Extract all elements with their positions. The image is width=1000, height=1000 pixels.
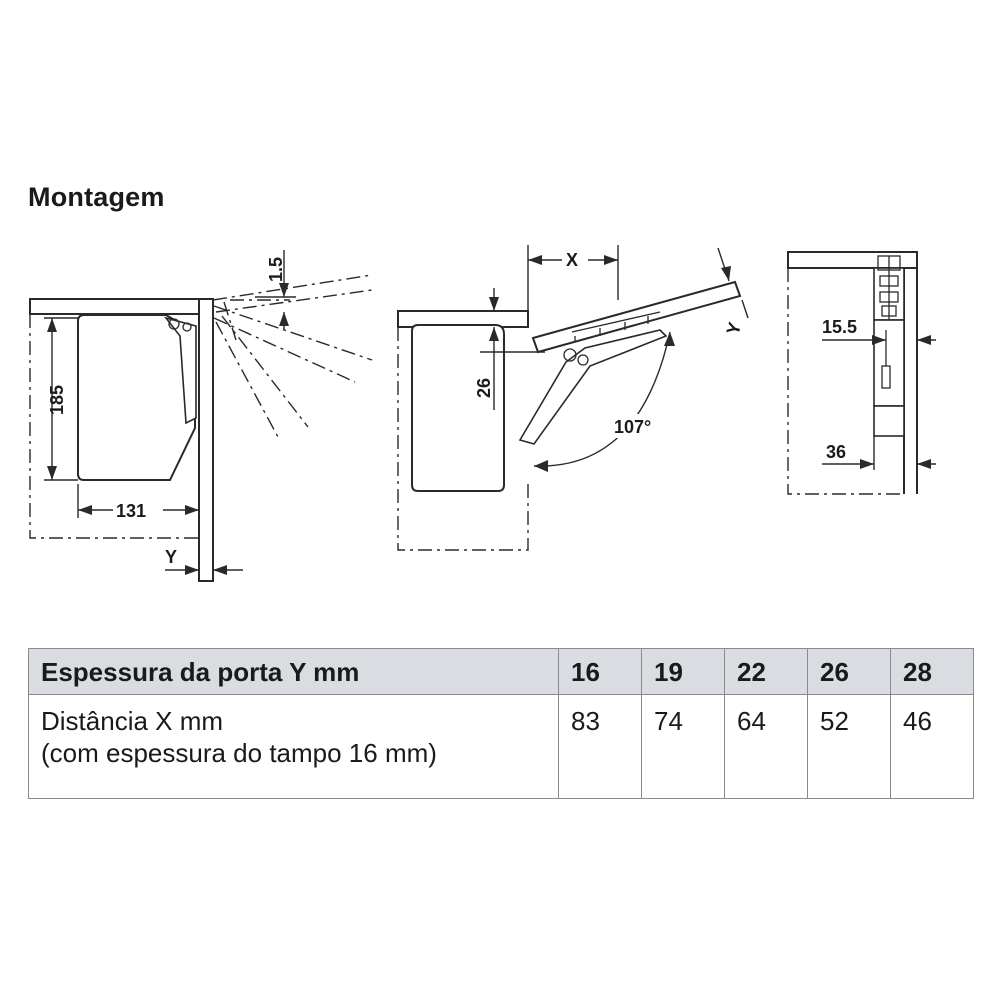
dim-26: 26: [474, 288, 545, 410]
dim-185: 185: [44, 317, 78, 481]
dim-15-5-label: 15.5: [822, 317, 857, 337]
right-mechanism: [873, 255, 905, 437]
row-value: 64: [724, 694, 808, 799]
row-label: Distância X mm (com espessura do tampo 1…: [28, 694, 559, 799]
middle-lift-housing: [411, 324, 505, 492]
right-cabinet-outline: [787, 268, 904, 495]
table-header-row: Espessura da porta Y mm 16 19 22 26 28: [28, 648, 974, 695]
dim-1-5: 1.5: [255, 250, 296, 330]
middle-pivot-2: [577, 354, 589, 366]
left-view: 185 131 Y 1.5: [29, 250, 373, 582]
left-lift-housing: [77, 314, 196, 481]
header-label: Espessura da porta Y mm: [28, 648, 559, 695]
left-pivot-2: [182, 322, 192, 332]
row-label-line2: (com espessura do tampo 16 mm): [41, 738, 437, 768]
dim-y-left: Y: [165, 545, 243, 580]
dim-107: 107°: [533, 331, 675, 472]
dim-1-5-label: 1.5: [266, 257, 286, 282]
spec-table: Espessura da porta Y mm 16 19 22 26 28 D…: [28, 648, 974, 799]
right-cabinet-top: [787, 251, 918, 269]
dim-y-left-label: Y: [165, 547, 177, 567]
dim-107-label: 107°: [614, 417, 651, 437]
dim-15-5: 15.5: [822, 317, 936, 345]
page-title: Montagem: [28, 182, 165, 212]
dim-y-mid: Y: [717, 247, 749, 337]
left-cabinet-top: [29, 298, 200, 315]
header-value: 16: [558, 648, 642, 695]
dim-x: X: [527, 245, 619, 311]
dim-y-mid-label: Y: [723, 320, 746, 337]
left-door-swing: [212, 274, 373, 438]
header-value: 19: [641, 648, 725, 695]
left-door: [198, 298, 214, 582]
middle-mount-plate: [571, 311, 661, 342]
row-value: 83: [558, 694, 642, 799]
dim-185-label: 185: [47, 385, 67, 415]
right-view: 15.5 36: [787, 251, 936, 495]
dim-x-label: X: [566, 250, 578, 270]
table-row: Distância X mm (com espessura do tampo 1…: [28, 694, 974, 799]
middle-cabinet-outline: [397, 327, 529, 551]
dim-36: 36: [822, 436, 936, 470]
header-value: 22: [724, 648, 808, 695]
row-value: 46: [890, 694, 974, 799]
dim-131: 131: [77, 484, 200, 521]
left-pivot: [168, 318, 180, 330]
mounting-diagram: 185 131 Y 1.5: [29, 245, 936, 582]
middle-view: X Y 26 107°: [397, 245, 749, 551]
row-value: 52: [807, 694, 891, 799]
row-value: 74: [641, 694, 725, 799]
dim-131-label: 131: [116, 501, 146, 521]
middle-lift-arm: [518, 329, 668, 445]
row-label-line1: Distância X mm: [41, 706, 224, 736]
middle-pivot-1: [563, 348, 577, 362]
dim-26-label: 26: [474, 378, 494, 398]
dim-36-label: 36: [826, 442, 846, 462]
header-value: 28: [890, 648, 974, 695]
middle-door-open: [531, 280, 742, 354]
header-value: 26: [807, 648, 891, 695]
left-cabinet-outline: [29, 314, 199, 539]
